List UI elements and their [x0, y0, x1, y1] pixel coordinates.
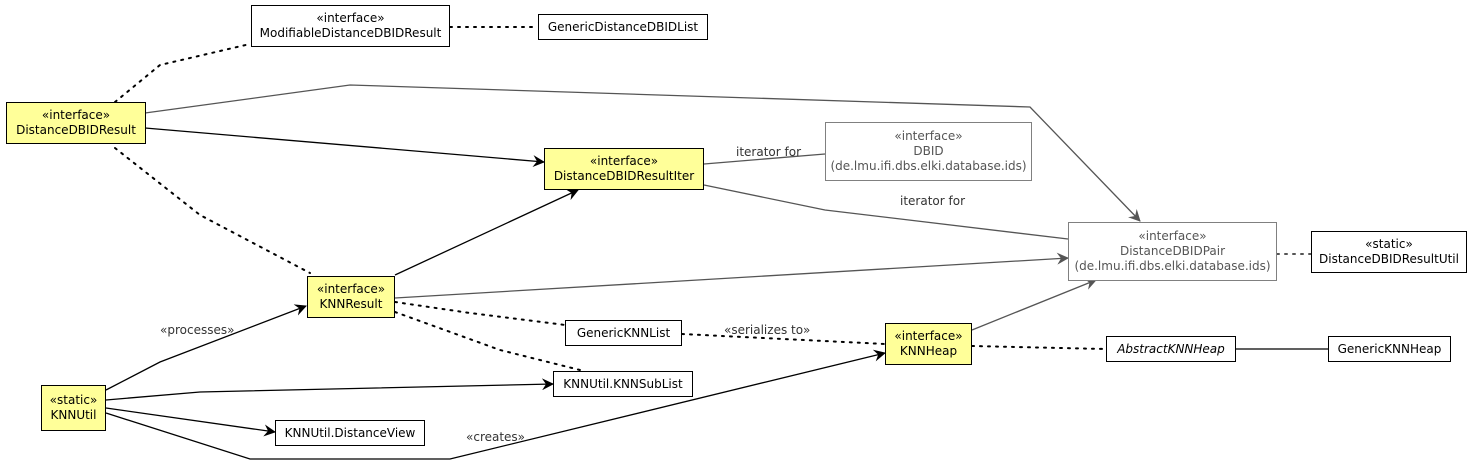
edge-result-modifiable — [114, 43, 251, 103]
class-name: DistanceDBIDPair — [1119, 244, 1226, 258]
class-name: AbstractKNNHeap — [1117, 341, 1225, 356]
edge-result-iter — [144, 127, 545, 168]
edge-knnheap-abstract — [971, 345, 1106, 350]
label-processes: «processes» — [160, 323, 235, 337]
edge-knnresult-sublist — [394, 311, 581, 371]
class-name: DistanceDBIDResultIter — [553, 169, 695, 183]
node-knn-result[interactable]: «interface» KNNResult — [307, 276, 395, 318]
edge-knnresult-genericknnlist — [394, 301, 566, 326]
package-name: (de.lmu.ifi.dbs.elki.database.ids) — [830, 159, 1027, 173]
edge-iter-pair — [703, 184, 1069, 240]
stereotype: «interface» — [894, 329, 963, 343]
class-name: DBID — [913, 144, 944, 158]
node-knn-util[interactable]: «static» KNNUtil — [41, 385, 106, 431]
label-serializes-to: «serializes to» — [724, 323, 811, 337]
stereotype: «interface» — [316, 282, 386, 296]
stereotype: «interface» — [589, 154, 659, 168]
node-generic-distance-dbid-list[interactable]: GenericDistanceDBIDList — [538, 14, 708, 40]
node-abstract-knn-heap[interactable]: AbstractKNNHeap — [1106, 336, 1236, 362]
class-name: KNNResult — [319, 297, 383, 311]
class-name: DistanceDBIDResult — [16, 123, 136, 137]
edge-genericknnlist-knnheap — [681, 333, 886, 345]
class-name: KNNUtil.DistanceView — [284, 425, 416, 440]
class-name: ModifiableDistanceDBIDResult — [259, 26, 442, 40]
node-generic-knn-list[interactable]: GenericKNNList — [565, 320, 682, 346]
stereotype: «interface» — [1138, 229, 1207, 243]
edge-knnresult-iter — [394, 189, 579, 276]
edge-knnutil-distanceview — [105, 407, 276, 437]
stereotype: «static» — [1365, 237, 1413, 251]
edge-knnutil-knnheap — [105, 349, 886, 460]
class-name: KNNUtil.KNNSubList — [563, 376, 683, 391]
edge-result-pair — [144, 84, 1141, 222]
edge-knnutil-sublist — [105, 378, 554, 401]
label-iterator-for-pair: iterator for — [900, 194, 966, 208]
node-knn-util-distance-view[interactable]: KNNUtil.DistanceView — [275, 420, 425, 446]
node-knn-heap[interactable]: «interface» KNNHeap — [885, 323, 972, 365]
class-name: KNNUtil — [50, 408, 97, 422]
class-name: DistanceDBIDResultUtil — [1319, 252, 1459, 266]
class-name: GenericKNNList — [576, 325, 671, 340]
node-distance-dbid-result-util[interactable]: «static» DistanceDBIDResultUtil — [1311, 231, 1467, 273]
node-distance-dbid-result-iter[interactable]: «interface» DistanceDBIDResultIter — [544, 148, 704, 190]
node-distance-dbid-pair[interactable]: «interface» DistanceDBIDPair (de.lmu.ifi… — [1068, 222, 1277, 281]
node-generic-knn-heap[interactable]: GenericKNNHeap — [1328, 336, 1451, 362]
node-knn-util-knn-sub-list[interactable]: KNNUtil.KNNSubList — [553, 371, 693, 397]
stereotype: «static» — [49, 393, 98, 407]
stereotype: «interface» — [316, 11, 385, 25]
package-name: (de.lmu.ifi.dbs.elki.database.ids) — [1074, 259, 1271, 273]
label-iterator-for-dbid: iterator for — [736, 145, 802, 159]
stereotype: «interface» — [894, 129, 963, 143]
class-name: GenericDistanceDBIDList — [547, 19, 699, 34]
label-creates: «creates» — [466, 430, 526, 444]
node-distance-dbid-result[interactable]: «interface» DistanceDBIDResult — [6, 102, 146, 144]
class-name: GenericKNNHeap — [1337, 341, 1442, 356]
edge-knnheap-pair — [971, 278, 1097, 331]
class-name: KNNHeap — [899, 344, 958, 358]
node-modifiable-distance-dbid-result[interactable]: «interface» ModifiableDistanceDBIDResult — [251, 5, 450, 47]
edge-knnresult-pair — [394, 252, 1069, 299]
edge-knnutil-knnresult — [105, 304, 307, 391]
node-dbid[interactable]: «interface» DBID (de.lmu.ifi.dbs.elki.da… — [825, 122, 1032, 181]
edge-iter-dbid — [703, 153, 826, 165]
edge-result-knnresult — [114, 147, 311, 274]
stereotype: «interface» — [41, 108, 111, 122]
